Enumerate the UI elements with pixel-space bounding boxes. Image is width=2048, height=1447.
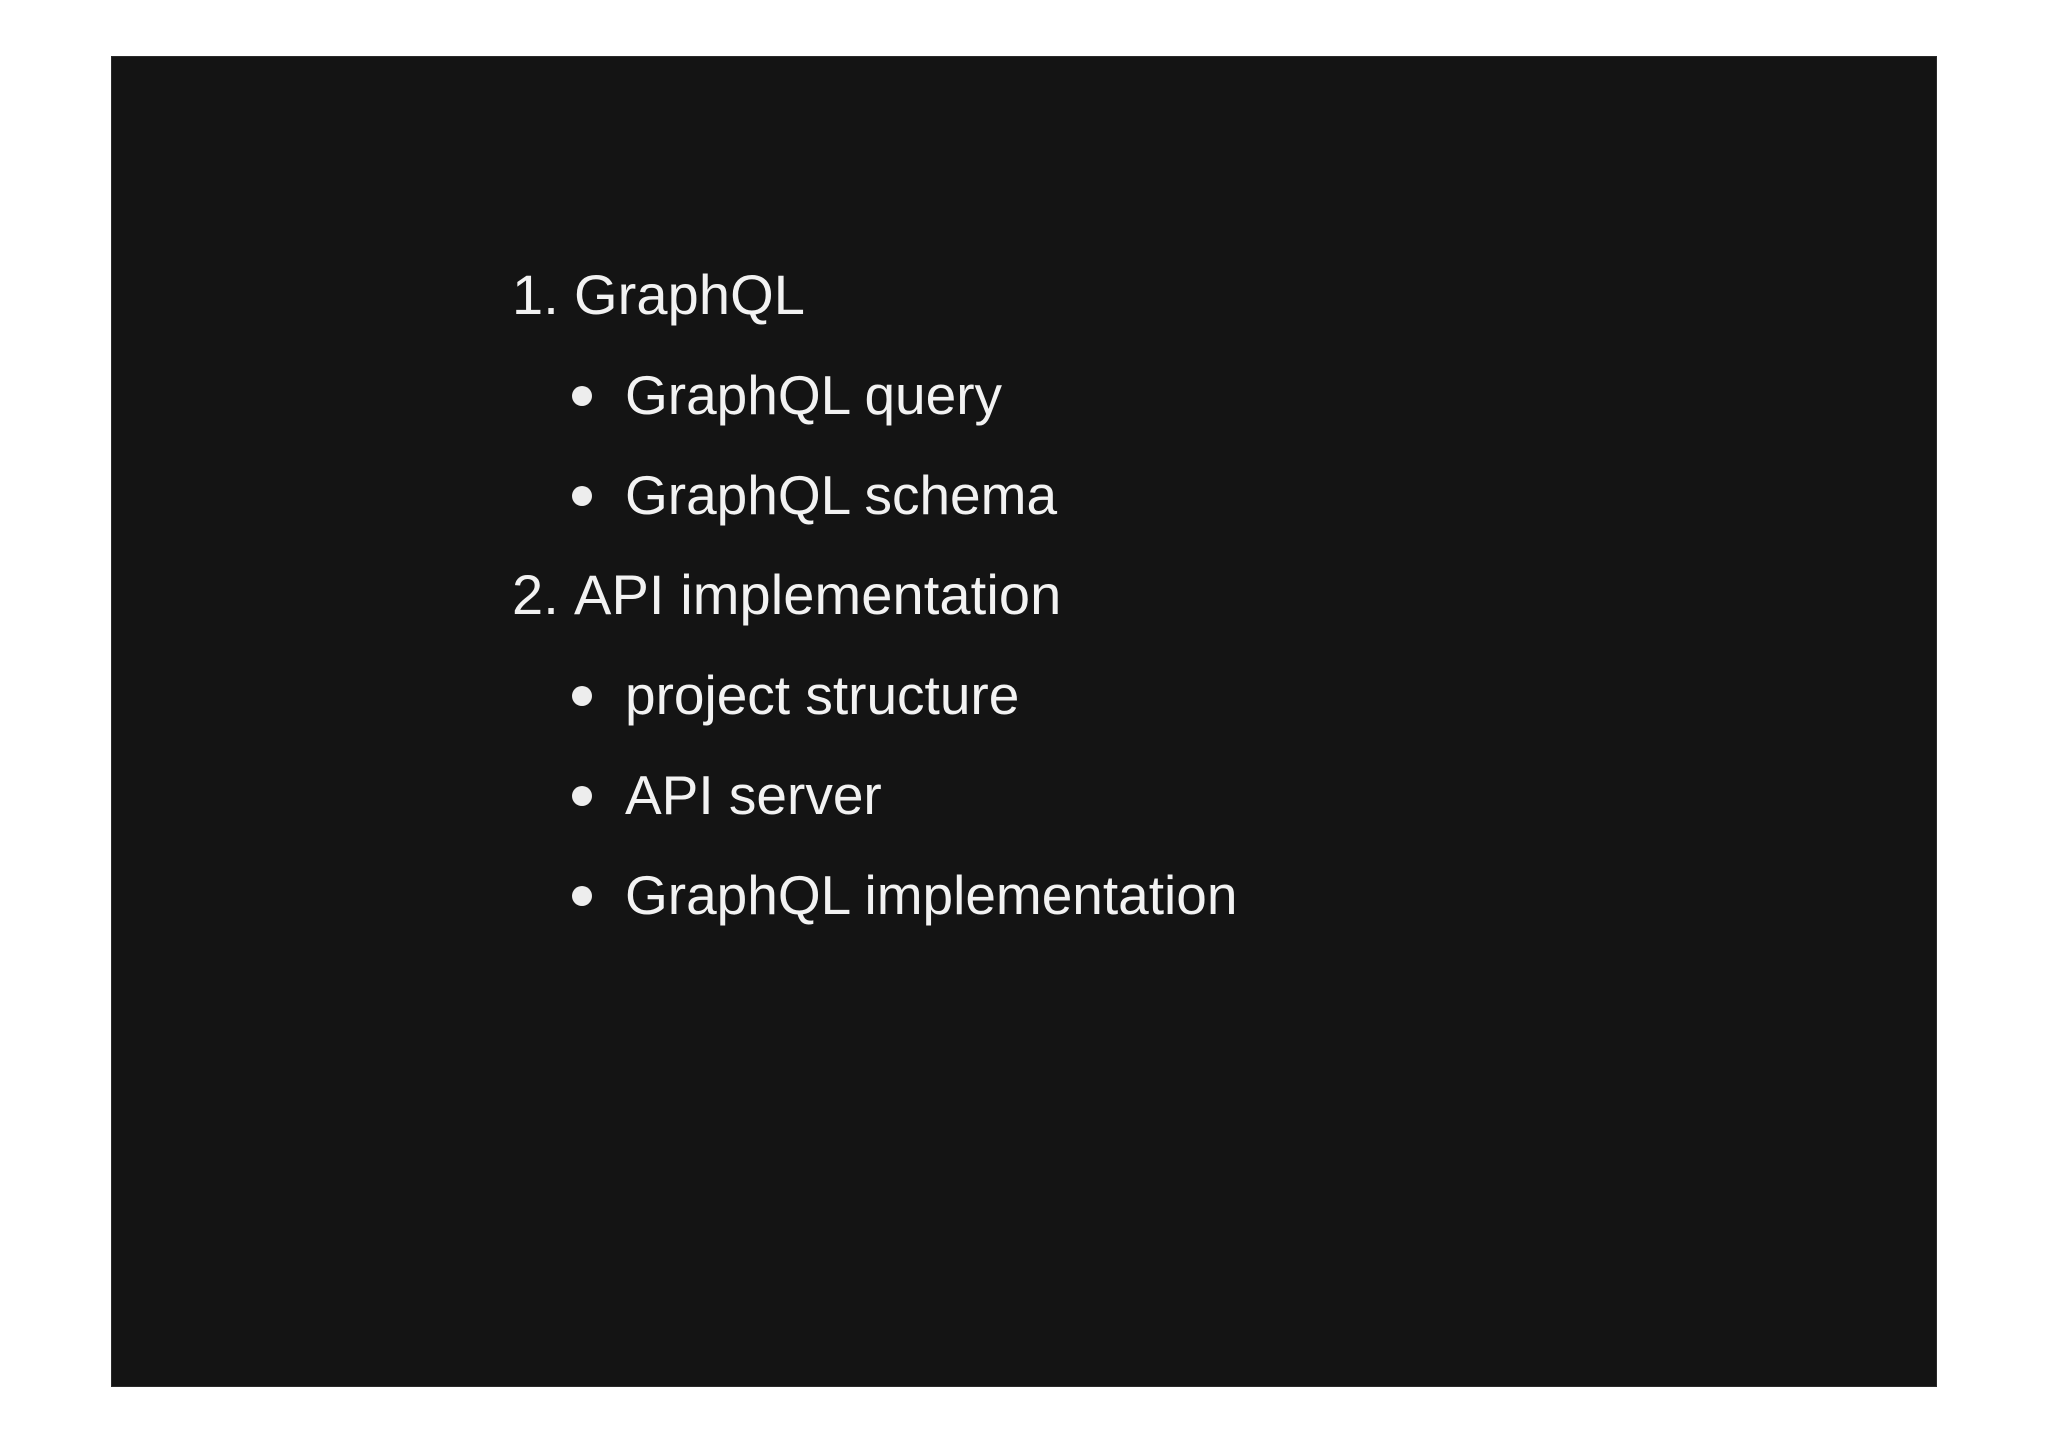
bullet-dot-icon — [572, 386, 592, 406]
sub-list-1: GraphQL query GraphQL schema — [512, 345, 1812, 545]
numbered-item-label: API implementation — [574, 563, 1062, 626]
numbered-item-1: 1. GraphQL — [512, 245, 1812, 345]
sub-list-2: project structure API server GraphQL imp… — [512, 645, 1812, 945]
numbered-item-label: GraphQL — [574, 263, 806, 326]
bullet-dot-icon — [572, 686, 592, 706]
bullet-dot-icon — [572, 786, 592, 806]
slide-canvas: 1. GraphQL GraphQL query GraphQL schema — [112, 57, 1936, 1386]
list-item: project structure — [512, 645, 1812, 745]
list-item: API server — [512, 745, 1812, 845]
bullet-item-label: GraphQL query — [625, 364, 1003, 426]
list-item: GraphQL schema — [512, 445, 1812, 545]
bullet-item-label: GraphQL implementation — [625, 864, 1238, 926]
bullet-item-label: GraphQL schema — [625, 464, 1058, 526]
list-item: 1. GraphQL GraphQL query GraphQL schema — [512, 245, 1812, 545]
bullet-item-label: API server — [625, 764, 882, 826]
list-item: GraphQL query — [512, 345, 1812, 445]
bullet-item-label: project structure — [625, 664, 1020, 726]
list-item: 2. API implementation project structure … — [512, 545, 1812, 945]
numbered-item-2: 2. API implementation — [512, 545, 1812, 645]
outline-list: 1. GraphQL GraphQL query GraphQL schema — [512, 245, 1812, 945]
list-item: GraphQL implementation — [512, 845, 1812, 945]
list-number-marker: 2. — [512, 563, 559, 626]
bullet-dot-icon — [572, 486, 592, 506]
list-number-marker: 1. — [512, 263, 559, 326]
bullet-dot-icon — [572, 886, 592, 906]
